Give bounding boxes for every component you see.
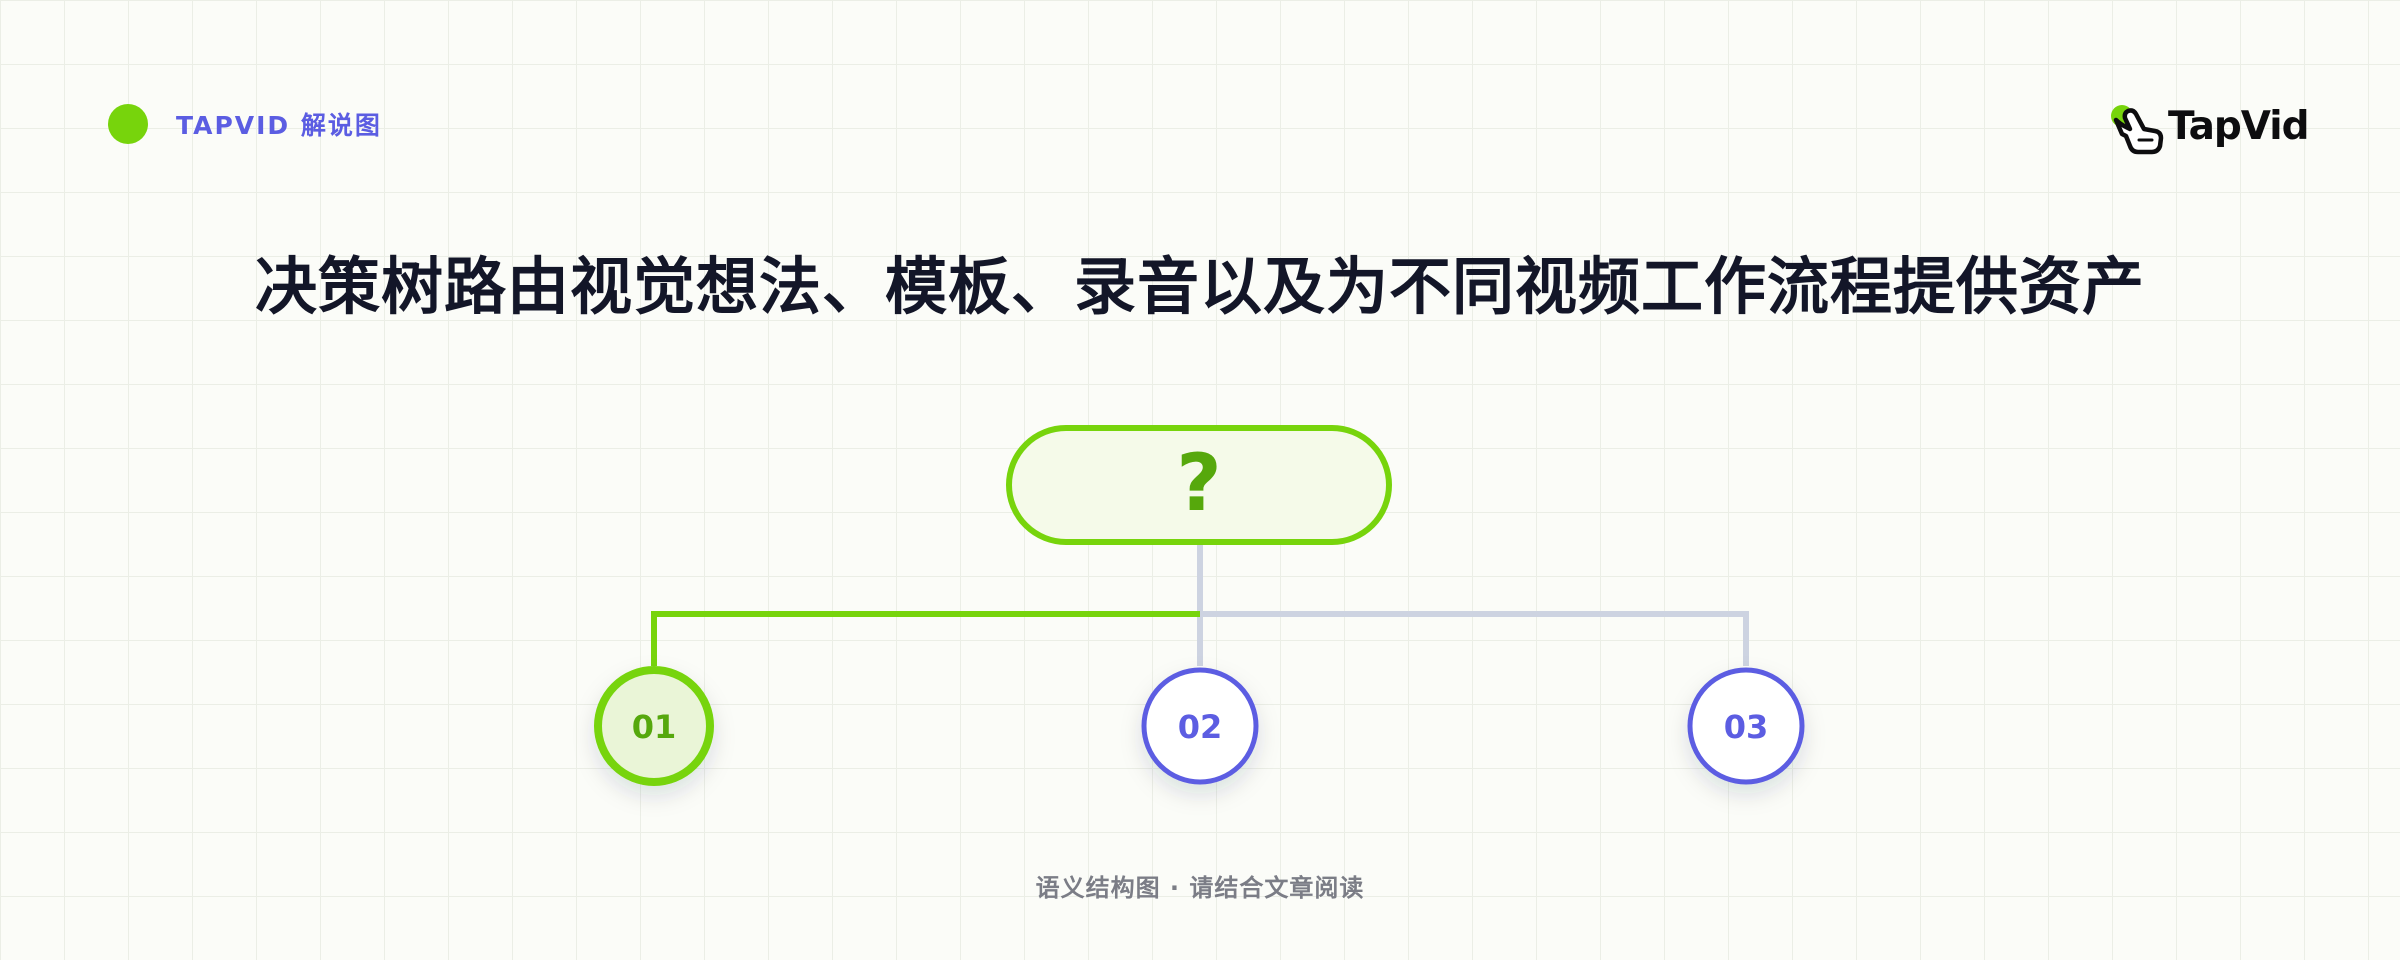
node-01-label: 01 (632, 708, 677, 746)
node-02-label: 02 (1178, 708, 1223, 746)
connector-to-node-01 (651, 611, 1200, 666)
tap-hand-icon (2111, 105, 2164, 155)
logo-text: TapVid (2168, 104, 2310, 149)
node-01: 01 (594, 666, 714, 786)
root-node-label: ? (1176, 439, 1221, 529)
root-node: ? (1006, 425, 1392, 545)
brand-header: TAPVID 解说图 (108, 104, 382, 144)
brand-dot-icon (108, 104, 148, 144)
brand-label: TAPVID 解说图 (176, 111, 382, 140)
node-02: 02 (1141, 667, 1259, 785)
node-03: 03 (1687, 667, 1805, 785)
footer-note: 语义结构图 · 请结合文章阅读 (1035, 874, 1365, 902)
connector-to-node-03 (1200, 611, 1749, 666)
tapvid-logo: TapVid (2108, 100, 2310, 160)
node-03-label: 03 (1724, 708, 1769, 746)
page-title: 决策树路由视觉想法、模板、录音以及为不同视频工作流程提供资产 (254, 250, 2145, 323)
